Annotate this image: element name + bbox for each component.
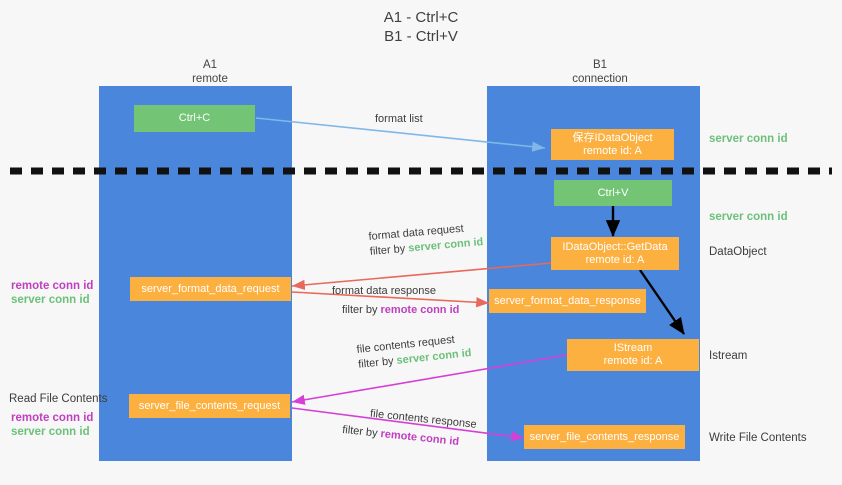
right-label-server-conn-id-mid: server conn id [709, 211, 788, 223]
left-label-remote-conn-id-mid: remote conn id [11, 280, 94, 292]
edge-label-format-list: format list [375, 113, 423, 125]
box-server-format-data-response-label: server_format_data_response [494, 294, 641, 307]
box-save-idataobject-line2: remote id: A [583, 144, 642, 157]
edge-label-format-data-response-line1: format data response [332, 285, 436, 297]
right-label-istream: Istream [709, 350, 748, 362]
box-server-file-contents-response[interactable]: server_file_contents_response [524, 425, 685, 449]
box-ctrl-v[interactable]: Ctrl+V [554, 180, 672, 206]
title-line-1: A1 - Ctrl+C [383, 9, 459, 26]
box-save-idataobject-line1: 保存IDataObject [572, 131, 653, 144]
edge-label-file-contents-request: file contents request filter by server c… [356, 331, 472, 373]
box-istream-line1: IStream [613, 342, 653, 354]
box-idataobject-getdata[interactable]: IDataObject::GetData remote id: A [551, 237, 679, 270]
box-getdata-line2: remote id: A [585, 253, 645, 266]
page-title: A1 - Ctrl+C B1 - Ctrl+V [0, 8, 842, 46]
filter-value-remote-conn-id: remote conn id [380, 304, 460, 316]
box-server-format-data-request[interactable]: server_format_data_request [130, 277, 291, 301]
column-header-b1-name: B1 [592, 59, 608, 71]
box-istream-line2: remote id: A [603, 355, 663, 367]
left-label-server-conn-id-mid: server conn id [11, 294, 90, 306]
left-label-conn-ids-mid: remote conn id server conn id [11, 279, 93, 307]
box-server-format-data-response[interactable]: server_format_data_response [489, 289, 646, 313]
column-header-a1-name: A1 [202, 59, 218, 71]
box-getdata-line1: IDataObject::GetData [562, 240, 668, 253]
title-line-2: B1 - Ctrl+V [384, 28, 458, 45]
box-server-format-data-request-label: server_format_data_request [141, 282, 280, 295]
right-label-dataobject: DataObject [709, 246, 767, 258]
edge-label-format-data-request: format data request filter by server con… [368, 220, 484, 260]
right-label-write-file-contents: Write File Contents [709, 432, 807, 444]
column-header-b1-sub: connection [572, 73, 628, 85]
filter-value-remote-conn-id-2: remote conn id [379, 427, 460, 449]
box-ctrl-c[interactable]: Ctrl+C [134, 105, 255, 132]
edge-label-format-data-response-filter: filter by remote conn id [342, 304, 460, 316]
left-label-read-file-contents: Read File Contents [9, 393, 108, 405]
right-label-server-conn-id-top: server conn id [709, 133, 788, 145]
left-label-server-conn-id-bottom: server conn id [11, 426, 90, 438]
box-istream[interactable]: IStream remote id: A [567, 339, 699, 371]
column-header-b1: B1 connection [510, 58, 690, 86]
edge-label-file-contents-response: file contents response filter by remote … [341, 404, 478, 452]
left-label-remote-conn-id-bottom: remote conn id [11, 412, 94, 424]
edge-label-format-data-response: format data response filter by remote co… [332, 284, 459, 318]
column-header-a1: A1 remote [120, 58, 300, 86]
left-label-conn-ids-bottom: remote conn id server conn id [11, 411, 93, 439]
box-server-file-contents-request-label: server_file_contents_request [138, 399, 281, 412]
column-header-a1-sub: remote [192, 73, 228, 85]
box-ctrl-c-label: Ctrl+C [178, 112, 211, 124]
box-server-file-contents-response-label: server_file_contents_response [529, 430, 680, 443]
box-server-file-contents-request[interactable]: server_file_contents_request [129, 394, 290, 418]
box-save-idataobject[interactable]: 保存IDataObject remote id: A [551, 129, 674, 160]
box-ctrl-v-label: Ctrl+V [597, 186, 629, 199]
